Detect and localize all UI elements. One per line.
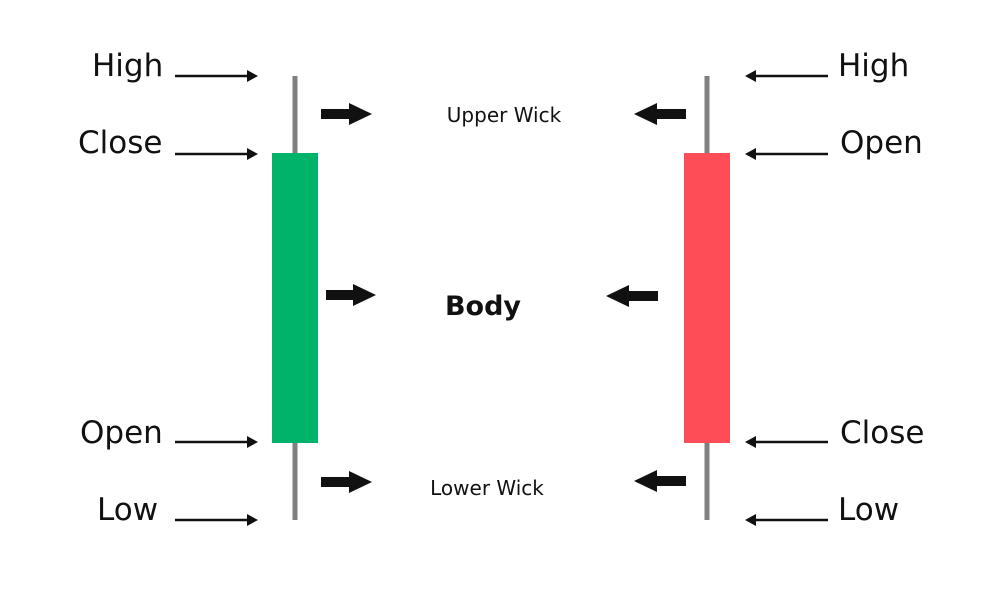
bearish-high-arrow	[745, 70, 828, 82]
body-arrow-right	[606, 285, 658, 307]
bullish-open-label: Open	[80, 415, 163, 451]
bearish-candle	[684, 76, 730, 520]
bearish-low-arrow	[745, 514, 828, 526]
upper-wick-arrow-left	[321, 103, 372, 125]
bullish-low-label: Low	[97, 492, 158, 528]
bearish-body	[684, 153, 730, 443]
bearish-close-arrow	[745, 436, 828, 448]
bullish-close-label: Close	[78, 125, 162, 161]
bearish-low-label: Low	[838, 492, 899, 528]
bullish-close-arrow	[175, 148, 258, 160]
body-arrow-left	[326, 284, 376, 306]
upper-wick-label: Upper Wick	[447, 103, 562, 127]
bullish-candle	[272, 76, 318, 520]
body-label: Body	[445, 291, 521, 322]
lower-wick-arrow-right	[634, 470, 686, 492]
bullish-open-arrow	[175, 436, 258, 448]
bullish-low-arrow	[175, 514, 258, 526]
bullish-body	[272, 153, 318, 443]
upper-wick-arrow-right	[634, 103, 686, 125]
lower-wick-label: Lower Wick	[430, 476, 544, 500]
lower-wick-arrow-left	[321, 471, 372, 493]
bearish-high-label: High	[838, 48, 909, 84]
bearish-open-label: Open	[840, 125, 923, 161]
bullish-high-label: High	[92, 48, 163, 84]
bearish-open-arrow	[745, 148, 828, 160]
bullish-high-arrow	[175, 70, 258, 82]
bearish-close-label: Close	[840, 415, 924, 451]
